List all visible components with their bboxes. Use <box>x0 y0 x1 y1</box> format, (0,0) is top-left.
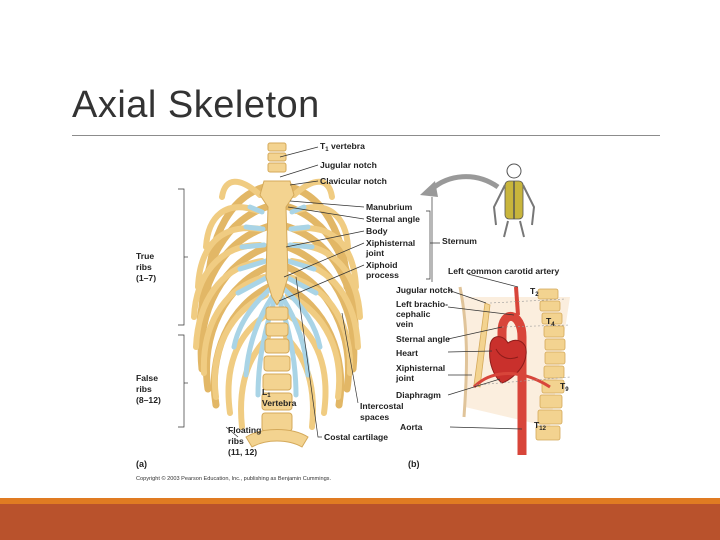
xiphoid-label-2: process <box>366 270 399 280</box>
l1-sub: 1 <box>267 393 271 399</box>
heart-label: Heart <box>396 348 418 358</box>
jugular-notch-label: Jugular notch <box>320 160 377 170</box>
false-ribs-label-2: ribs <box>136 384 152 394</box>
t1-sub: 1 <box>325 147 329 153</box>
t12-label: T <box>534 420 540 430</box>
t9-label: T <box>560 381 566 391</box>
svg-text:T2: T2 <box>530 286 539 298</box>
leader-lines-b <box>447 273 523 430</box>
t9-sub: 9 <box>565 387 569 393</box>
mini-skeleton-icon <box>492 163 536 238</box>
t4-label: T <box>546 316 552 326</box>
svg-text:L1: L1 <box>262 387 271 399</box>
xiphisternal-label-1: Xiphisternal <box>366 238 415 248</box>
clavicular-notch-label: Clavicular notch <box>320 176 387 186</box>
svg-text:T9: T9 <box>560 381 569 393</box>
body-label: Body <box>366 226 388 236</box>
footer-accent-stripe <box>0 498 720 504</box>
true-ribs-label-1: True <box>136 251 154 261</box>
xiphisternal-label-2: joint <box>365 248 384 258</box>
b-xiphisternal-label-2: joint <box>395 373 414 383</box>
leader-lines-a <box>178 146 433 438</box>
true-ribs-label-2: ribs <box>136 262 152 272</box>
t2-label: T <box>530 286 536 296</box>
copyright-text: Copyright © 2003 Pearson Education, Inc.… <box>136 475 331 482</box>
lateral-thorax-illustration <box>458 286 571 455</box>
xiphoid-label-1: Xiphoid <box>366 260 398 270</box>
intercostal-label-2: spaces <box>360 412 389 422</box>
b-sternal-angle-label: Sternal angle <box>396 334 450 344</box>
diaphragm-label: Diaphragm <box>396 390 441 400</box>
false-ribs-label-1: False <box>136 373 158 383</box>
aorta-label: Aorta <box>400 422 423 432</box>
false-ribs-label-3: (8–12) <box>136 395 161 405</box>
manubrium-label: Manubrium <box>366 202 413 212</box>
b-jugular-notch-label: Jugular notch <box>396 285 453 295</box>
panel-a-label: (a) <box>136 459 147 469</box>
thorax-diagram: T1 vertebra Jugular notch Clavicular not… <box>136 141 571 482</box>
pointer-arrow-icon <box>430 174 500 191</box>
left-common-carotid-label: Left common carotid artery <box>448 266 559 276</box>
svg-text:T1 vertebra: T1 vertebra <box>320 141 365 153</box>
t12-sub: 12 <box>539 426 546 432</box>
floating-ribs-label-3: (11, 12) <box>228 447 257 457</box>
t1-vertebra-label: T <box>320 141 326 151</box>
t2-sub: 2 <box>535 292 539 298</box>
brachio-label-3: vein <box>396 319 413 329</box>
slide-title: Axial Skeleton <box>72 84 320 126</box>
t4-sub: 4 <box>551 322 555 328</box>
svg-text:T12: T12 <box>534 420 547 432</box>
floating-ribs-label-2: ribs <box>228 436 244 446</box>
l1-label: L <box>262 387 267 397</box>
title-divider <box>72 135 660 136</box>
sternum-label: Sternum <box>442 236 477 246</box>
l1-vertebra-label: Vertebra <box>262 398 297 408</box>
true-ribs-label-3: (1–7) <box>136 273 156 283</box>
footer-band <box>0 504 720 540</box>
b-xiphisternal-label-1: Xiphisternal <box>396 363 445 373</box>
floating-ribs-label-1: Floating <box>228 425 261 435</box>
intercostal-label-1: Intercostal <box>360 401 403 411</box>
sternal-angle-label: Sternal angle <box>366 214 420 224</box>
t1-rest: vertebra <box>329 141 366 151</box>
panel-b-label: (b) <box>408 459 420 469</box>
svg-text:T4: T4 <box>546 316 555 328</box>
brachio-label-1: Left brachio- <box>396 299 448 309</box>
brachio-label-2: cephalic <box>396 309 431 319</box>
costal-cartilage-label: Costal cartilage <box>324 432 388 442</box>
